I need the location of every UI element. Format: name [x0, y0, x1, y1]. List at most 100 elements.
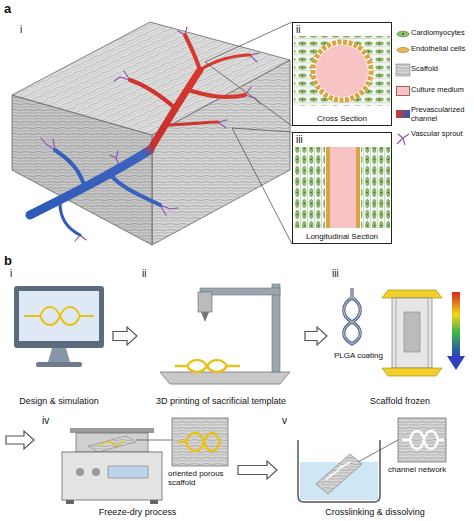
prevascularized-channel: [60, 203, 80, 235]
legend-text: Endothelial cells: [411, 45, 473, 54]
step-caption: Scaffold frozen: [332, 396, 468, 406]
freeze-dryer: [66, 500, 74, 504]
cross-section-view: [311, 40, 373, 102]
scaffold-block: [12, 22, 290, 245]
longitudinal-section-view: [356, 147, 360, 228]
block-arrow: [305, 327, 327, 345]
dissolving-beaker: [358, 440, 398, 462]
dissolving-beaker: [298, 440, 380, 502]
process-step: iDesign & simulation: [8, 266, 110, 408]
freeze-dryer: [172, 418, 228, 466]
3d-printer: [201, 312, 209, 322]
prevascularized-channel: [55, 150, 85, 188]
dissolving-beaker: [326, 462, 350, 480]
legend-icon: [396, 31, 410, 145]
part-label: channel network: [388, 465, 468, 474]
3d-printer: [175, 360, 240, 372]
step-number: i: [10, 268, 12, 280]
freeze-dryer: [136, 440, 172, 441]
process-step: ivFreeze-dry process: [40, 413, 235, 519]
freeze-dryer: [150, 500, 158, 504]
vascular-sprout: [114, 71, 130, 81]
freeze-dryer: [76, 468, 84, 476]
legend-entry: Scaffold: [395, 65, 473, 74]
block-arrow: [238, 461, 277, 479]
cross-section-view: [313, 42, 371, 100]
prevascularized-channel: [130, 80, 175, 108]
section-panel: iiCross Section: [292, 22, 392, 126]
longitudinal-section-view: [330, 147, 356, 228]
freeze-dryer: [62, 418, 228, 504]
zoom-line: [205, 22, 292, 62]
legend-text: Prevascularized channel: [411, 106, 473, 123]
freeze-dryer: [178, 433, 220, 451]
dissolving-beaker: [298, 418, 446, 502]
vascular-sprout: [41, 27, 260, 241]
zoom-line: [232, 128, 292, 132]
prevascularized-channel: [185, 35, 200, 70]
dissolving-beaker: [316, 454, 362, 494]
computer-monitor: [48, 348, 70, 362]
legend-text: Vascular sprout: [411, 130, 473, 139]
freeze-dryer: [100, 441, 124, 446]
freeze-dryer: [76, 433, 148, 452]
legend-text: Scaffold: [411, 65, 473, 74]
freezing-device: [396, 298, 397, 368]
computer-monitor: [14, 286, 104, 348]
legend-entry: Vascular sprout: [395, 130, 473, 139]
dissolving-beaker: [398, 418, 446, 462]
step-caption: 3D printing of sacrificial template: [142, 396, 300, 406]
3d-printer: [160, 372, 290, 384]
freezing-device: [392, 298, 432, 368]
longitudinal-section-view: [294, 147, 390, 228]
panel-letter: a: [4, 2, 20, 17]
legend-entry: Culture medium: [395, 86, 473, 95]
freeze-dryer: [62, 452, 162, 500]
process-step: vCrosslinking & dissolving: [280, 413, 470, 519]
freezing-device: [452, 292, 460, 356]
freeze-dryer: [92, 468, 100, 476]
legend-entry: Cardiomyocytes: [395, 29, 473, 38]
freezing-device: [382, 368, 442, 376]
zoom-line: [205, 62, 292, 126]
section-panel: iiiLongitudinal Section: [292, 132, 392, 244]
computer-monitor: [19, 291, 99, 341]
freezing-device: [404, 312, 420, 352]
longitudinal-section-view: [294, 147, 390, 228]
legend-icon: [397, 48, 409, 53]
prevascularized-channel: [165, 122, 218, 125]
freezing-device: [447, 356, 465, 370]
3d-printer: [272, 284, 280, 372]
vascular-sprout: [245, 87, 260, 104]
step-number: iv: [42, 415, 49, 427]
process-step: ii3D printing of sacrificial template: [140, 266, 302, 408]
legend-icon: [396, 110, 410, 118]
freeze-dryer: [70, 428, 154, 433]
legend-text: Cardiomyocytes: [411, 29, 473, 38]
section-title: Cross Section: [296, 114, 388, 123]
block-arrow: [113, 327, 137, 345]
cross-section-view: [294, 36, 390, 106]
zoom-line: [232, 128, 292, 244]
legend-icon: [402, 33, 404, 35]
computer-monitor: [24, 307, 94, 325]
continuation-arrow: [6, 431, 34, 449]
freeze-dryer: [88, 436, 136, 452]
legend-swatch: [396, 86, 410, 96]
3d-printer: [160, 284, 290, 384]
zoom-line: [205, 22, 292, 244]
view-number: ii: [296, 24, 300, 36]
3d-printer: [198, 292, 212, 312]
panel-letter: b: [4, 254, 20, 269]
prevascularized-channel: [200, 55, 250, 70]
prevascularized-channel: [30, 35, 250, 235]
legend-text: Culture medium: [411, 86, 473, 95]
computer-monitor: [36, 362, 82, 367]
prevascularized-channel: [150, 70, 200, 150]
legend-entry: Endothelial cells: [395, 45, 473, 54]
step-caption: Freeze-dry process: [42, 507, 233, 517]
cross-section-view: [294, 36, 390, 106]
computer-monitor: [14, 286, 104, 367]
